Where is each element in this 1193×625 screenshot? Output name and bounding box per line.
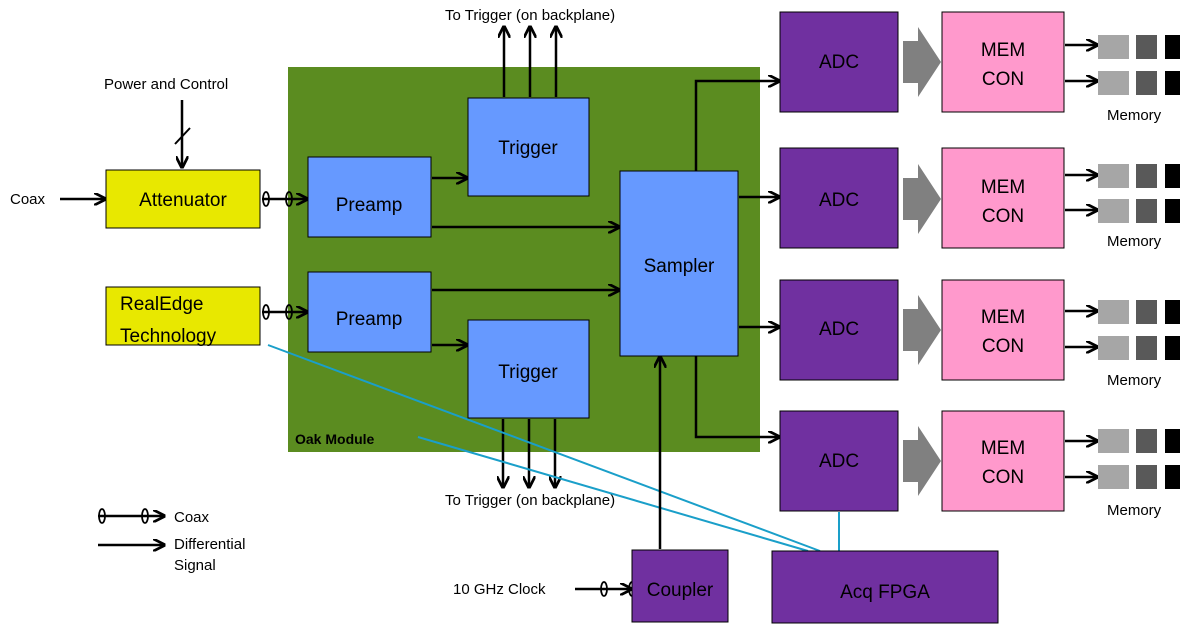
memcon-label-4-line1: MEM: [981, 438, 1025, 459]
coax-input-label: Coax: [10, 191, 46, 208]
memory-label-4: Memory: [1107, 502, 1162, 519]
memory-label-1: Memory: [1107, 107, 1162, 124]
memcon-block-3: [941, 279, 1065, 381]
memcon-block-4: [941, 410, 1065, 512]
trigger-bottom-label: Trigger: [498, 362, 558, 383]
adc-block-2: [779, 147, 899, 249]
coax-connection-top: [262, 191, 306, 207]
legend-differential-label-line2: Signal: [174, 557, 216, 574]
realedge-block: [105, 286, 261, 346]
memcon-label-2-line2: CON: [982, 206, 1024, 227]
memory-group-1: [1065, 35, 1180, 95]
adc-to-memcon-arrow-1: [903, 27, 941, 97]
adc-to-memcon-arrow-2: [903, 164, 941, 234]
memory-group-3: [1065, 300, 1180, 360]
legend-coax-symbol: [98, 508, 163, 524]
memcon-label-3-line1: MEM: [981, 307, 1025, 328]
adc-label-4: ADC: [819, 451, 859, 472]
adc-label-3: ADC: [819, 319, 859, 340]
sampler-to-adc-1-arrow: [694, 81, 778, 171]
memcon-label-4-line2: CON: [982, 467, 1024, 488]
realedge-label-line2: Technology: [120, 326, 217, 347]
memory-group-2: [1065, 164, 1180, 223]
acq-fpga-label: Acq FPGA: [840, 582, 930, 603]
to-trigger-bottom-label: To Trigger (on backplane): [445, 492, 615, 509]
adc-to-memcon-arrow-4: [903, 426, 941, 496]
adc-to-memcon-arrow-3: [903, 295, 941, 365]
adc-label-1: ADC: [819, 52, 859, 73]
trigger-top-block: [467, 97, 590, 197]
to-trigger-top-label: To Trigger (on backplane): [445, 7, 615, 24]
clock-label: 10 GHz Clock: [453, 581, 546, 598]
legend-differential-label-line1: Differential: [174, 536, 245, 553]
attenuator-block: [105, 169, 261, 229]
sampler-block: [619, 170, 739, 357]
sampler-label: Sampler: [644, 256, 715, 277]
coupler-label: Coupler: [647, 580, 714, 601]
adc-label-2: ADC: [819, 190, 859, 211]
adc-block-4: [779, 410, 899, 512]
memory-label-3: Memory: [1107, 372, 1162, 389]
power-control-label: Power and Control: [104, 76, 228, 93]
preamp-top-label: Preamp: [336, 195, 403, 216]
memcon-label-1-line2: CON: [982, 69, 1024, 90]
preamp-bottom-label: Preamp: [336, 309, 403, 330]
memcon-block-2: [941, 147, 1065, 249]
trigger-top-label: Trigger: [498, 138, 558, 159]
coax-connection-bottom: [262, 304, 306, 320]
acq-fpga-block: [771, 550, 999, 624]
adc-block-1: [779, 11, 899, 113]
coupler-block: [631, 549, 729, 623]
adc-block-3: [779, 279, 899, 381]
memcon-block-1: [941, 11, 1065, 113]
sampler-to-adc-4-arrow: [694, 356, 778, 437]
memory-label-2: Memory: [1107, 233, 1162, 250]
realedge-label-line1: RealEdge: [120, 294, 203, 315]
memory-group-4: [1065, 429, 1180, 489]
preamp-top-block: [307, 156, 432, 238]
memcon-label-2-line1: MEM: [981, 177, 1025, 198]
oak-module-label: Oak Module: [295, 431, 375, 447]
attenuator-label: Attenuator: [139, 190, 227, 211]
fpga-link-oak-module: [417, 436, 809, 552]
memcon-label-3-line2: CON: [982, 336, 1024, 357]
trigger-bottom-block: [467, 319, 590, 419]
legend-coax-label: Coax: [174, 509, 210, 526]
memcon-label-1-line1: MEM: [981, 40, 1025, 61]
bus-slash: [174, 127, 191, 145]
fpga-link-realedge: [267, 344, 821, 552]
preamp-bottom-block: [307, 271, 432, 353]
